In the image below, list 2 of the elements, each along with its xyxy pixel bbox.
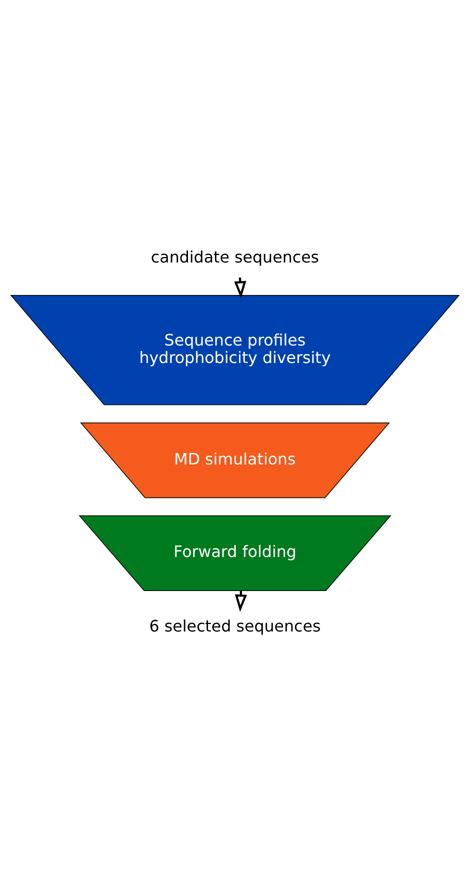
node-text: candidate sequences [150,247,320,266]
node-text: 6 selected sequences [149,616,321,635]
